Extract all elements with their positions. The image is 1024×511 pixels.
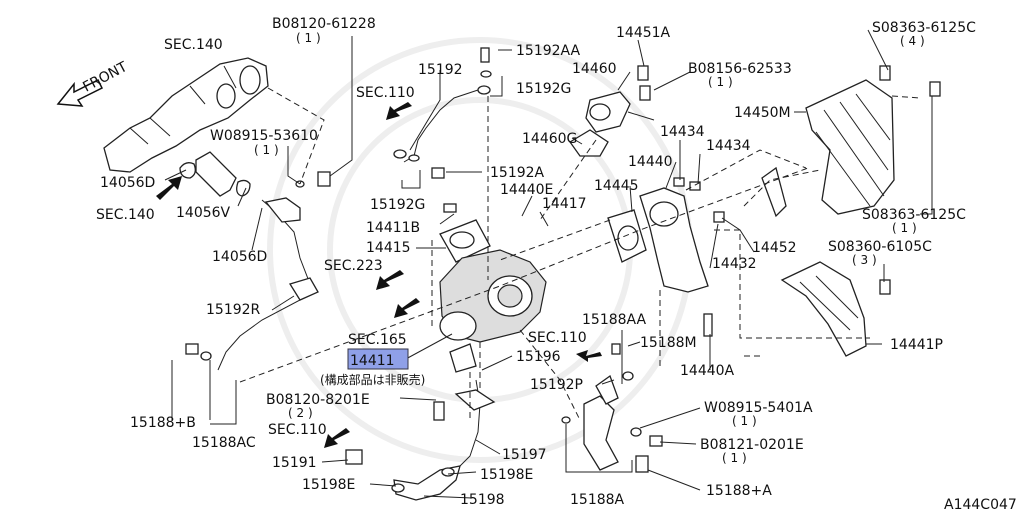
label-15198[interactable]: 15198 (460, 492, 505, 508)
direction-arrows (156, 102, 602, 448)
exhaust-manifold-part (103, 57, 269, 173)
label-sec165[interactable]: SEC.165 (348, 332, 407, 348)
label-08120-8201e-qty: ( 2 ) (288, 406, 313, 420)
label-08363-6125c-b[interactable]: S08363-6125C (862, 207, 966, 223)
front-arrow-icon (56, 78, 104, 107)
label-sec140-b[interactable]: SEC.140 (96, 207, 155, 223)
front-label: FRONT (80, 59, 130, 96)
label-08915-53610-qty: ( 1 ) (254, 143, 279, 157)
bracket-14452-part (761, 166, 787, 218)
label-08363-6125c-b-qty: ( 1 ) (892, 221, 917, 235)
label-14411-note: (構成部品は非販売) (320, 372, 425, 387)
label-14450m[interactable]: 14450M (734, 105, 791, 121)
label-08120-61228[interactable]: B08120-61228 (272, 16, 376, 32)
label-14056v[interactable]: 14056V (176, 205, 231, 221)
label-14445[interactable]: 14445 (594, 178, 639, 194)
label-15192p[interactable]: 15192P (530, 377, 583, 393)
label-08120-61228-qty: ( 1 ) (296, 31, 321, 45)
label-15188ac[interactable]: 15188AC (192, 435, 256, 451)
label-14441p[interactable]: 14441P (890, 337, 943, 353)
leader-lines (164, 29, 933, 499)
label-15192r[interactable]: 15192R (206, 302, 261, 318)
label-sec223[interactable]: SEC.223 (324, 258, 383, 274)
label-15198e-b[interactable]: 15198E (302, 477, 355, 493)
label-08915-5401a-qty: ( 1 ) (732, 414, 757, 428)
label-15196[interactable]: 15196 (516, 349, 561, 365)
label-15188m[interactable]: 15188M (640, 335, 697, 351)
label-08360-6105c-qty: ( 3 ) (852, 253, 877, 267)
label-15192g-a[interactable]: 15192G (516, 81, 571, 97)
label-14411[interactable]: 14411 (350, 353, 395, 369)
label-15192g-b[interactable]: 15192G (370, 197, 425, 213)
label-15192[interactable]: 15192 (418, 62, 463, 78)
gasket-14415-part (439, 219, 491, 263)
label-08363-6125c-a[interactable]: S08363-6125C (872, 20, 976, 36)
label-15188-plus-b[interactable]: 15188+B (130, 415, 196, 431)
label-14451a[interactable]: 14451A (616, 25, 671, 41)
label-14411b[interactable]: 14411B (366, 220, 420, 236)
label-08120-8201e[interactable]: B08120-8201E (266, 392, 370, 408)
turbocharger-14411-part (439, 249, 547, 373)
label-sec110-b[interactable]: SEC.110 (528, 330, 587, 346)
label-15192aa[interactable]: 15192AA (516, 43, 581, 59)
bracket-15188a-part (583, 374, 619, 471)
label-15191[interactable]: 15191 (272, 455, 317, 471)
label-08363-6125c-a-qty: ( 4 ) (900, 34, 925, 48)
label-14440a[interactable]: 14440A (680, 363, 735, 379)
label-15188aa[interactable]: 15188AA (582, 312, 647, 328)
label-15197[interactable]: 15197 (502, 447, 547, 463)
figure-code: A144C047 (944, 497, 1017, 511)
label-sec110-a[interactable]: SEC.110 (356, 85, 415, 101)
water-connector-14460-part (569, 91, 631, 157)
label-08915-5401a[interactable]: W08915-5401A (704, 400, 813, 416)
label-15192a[interactable]: 15192A (490, 165, 545, 181)
dashed-alignment-lines (239, 87, 921, 421)
label-14434-a[interactable]: 14434 (660, 124, 705, 140)
label-14434-b[interactable]: 14434 (706, 138, 751, 154)
gasket-14445-part (607, 209, 647, 263)
oil-pipe-15192r-part (217, 197, 319, 371)
label-08156-62533-qty: ( 1 ) (708, 75, 733, 89)
label-08915-53610[interactable]: W08915-53610 (210, 128, 318, 144)
label-14417[interactable]: 14417 (542, 196, 587, 212)
label-15188-plus-a[interactable]: 15188+A (706, 483, 772, 499)
label-15198e-a[interactable]: 15198E (480, 467, 533, 483)
label-08360-6105c[interactable]: S08360-6105C (828, 239, 932, 255)
oil-pipe-15192-part (393, 85, 491, 163)
label-08121-0201e-qty: ( 1 ) (722, 451, 747, 465)
turbo-outlet-14440-part (639, 187, 709, 293)
part-14411-highlight[interactable] (347, 348, 409, 370)
label-14440e[interactable]: 14440E (500, 182, 553, 198)
label-14056d-a[interactable]: 14056D (100, 175, 155, 191)
label-15188a[interactable]: 15188A (570, 492, 625, 508)
heat-shield-14450m-part (805, 79, 895, 215)
heat-shield-14441p-part (780, 261, 867, 357)
label-08156-62533[interactable]: B08156-62533 (688, 61, 792, 77)
label-14415[interactable]: 14415 (366, 240, 411, 256)
label-14440[interactable]: 14440 (628, 154, 673, 170)
label-14056d-b[interactable]: 14056D (212, 249, 267, 265)
label-sec140-a[interactable]: SEC.140 (164, 37, 223, 53)
label-14460g[interactable]: 14460G (522, 131, 577, 147)
label-14432[interactable]: 14432 (712, 256, 757, 272)
label-08121-0201e[interactable]: B08121-0201E (700, 437, 804, 453)
label-14460[interactable]: 14460 (572, 61, 617, 77)
hose-14056v-part (179, 151, 251, 197)
label-sec110-c[interactable]: SEC.110 (268, 422, 327, 438)
label-14452[interactable]: 14452 (752, 240, 797, 256)
